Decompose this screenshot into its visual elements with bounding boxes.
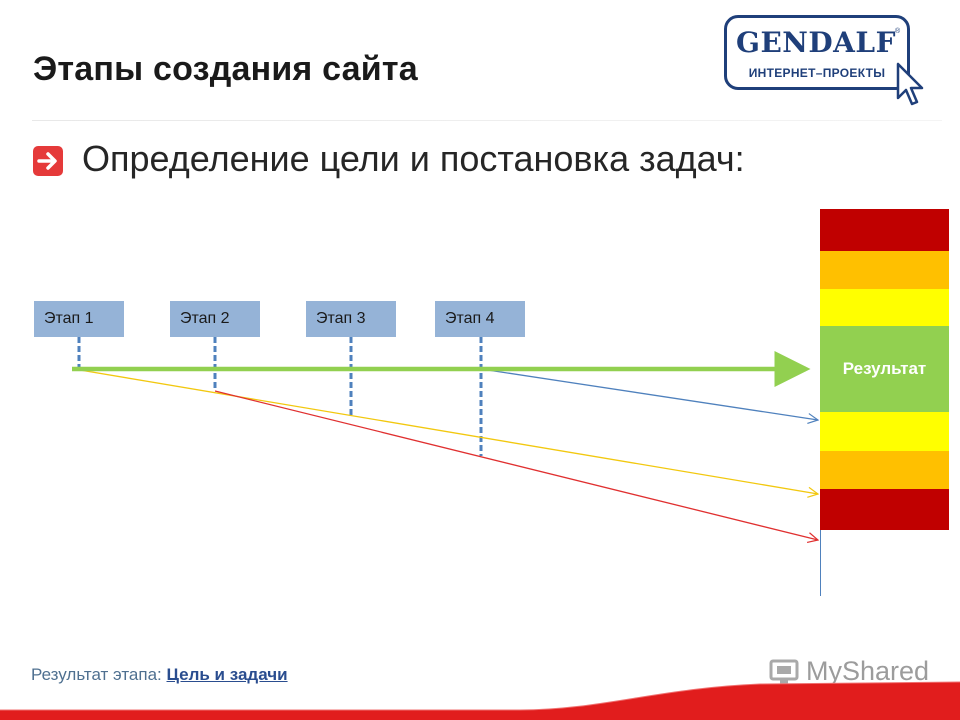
yellow-deviation-arrow — [73, 368, 818, 494]
stage-2-box: Этап 2 — [170, 301, 260, 337]
cursor-icon — [896, 62, 924, 106]
band-orange-top — [820, 251, 949, 289]
footer-prefix: Результат этапа: — [31, 665, 167, 684]
band-orange-bottom — [820, 451, 949, 489]
blue-deviation-arrow — [480, 368, 818, 420]
myshared-icon — [769, 659, 799, 685]
myshared-watermark: MyShared — [806, 656, 930, 686]
logo-tagline: ИНТЕРНЕТ–ПРОЕКТЫ — [748, 66, 886, 80]
logo-registered-mark: ® — [895, 28, 901, 35]
bottom-accent-bar — [0, 681, 960, 720]
result-label: Результат — [842, 359, 927, 378]
band-green-result — [820, 326, 949, 412]
section-subtitle: Определение цели и постановка задач: — [82, 138, 745, 179]
stage-3-box: Этап 3 — [306, 301, 396, 337]
logo-wordmark: GENDALF — [736, 26, 896, 59]
stage-1-box: Этап 1 — [34, 301, 124, 337]
footer-caption: Результат этапа: Цель и задачи — [31, 665, 288, 685]
gendalf-logo[interactable]: GENDALF ® ИНТЕРНЕТ–ПРОЕКТЫ — [724, 15, 910, 90]
stage-4-box: Этап 4 — [435, 301, 525, 337]
red-deviation-arrow — [214, 390, 818, 540]
header-divider — [32, 120, 942, 121]
band-yellow-top — [820, 289, 949, 326]
footer-link[interactable]: Цель и задачи — [166, 665, 288, 684]
band-red-bottom — [820, 489, 949, 530]
band-yellow-bottom — [820, 412, 949, 451]
page-title: Этапы создания сайта — [33, 50, 418, 88]
arrow-bullet-icon — [33, 146, 63, 176]
band-red-top — [820, 209, 949, 251]
